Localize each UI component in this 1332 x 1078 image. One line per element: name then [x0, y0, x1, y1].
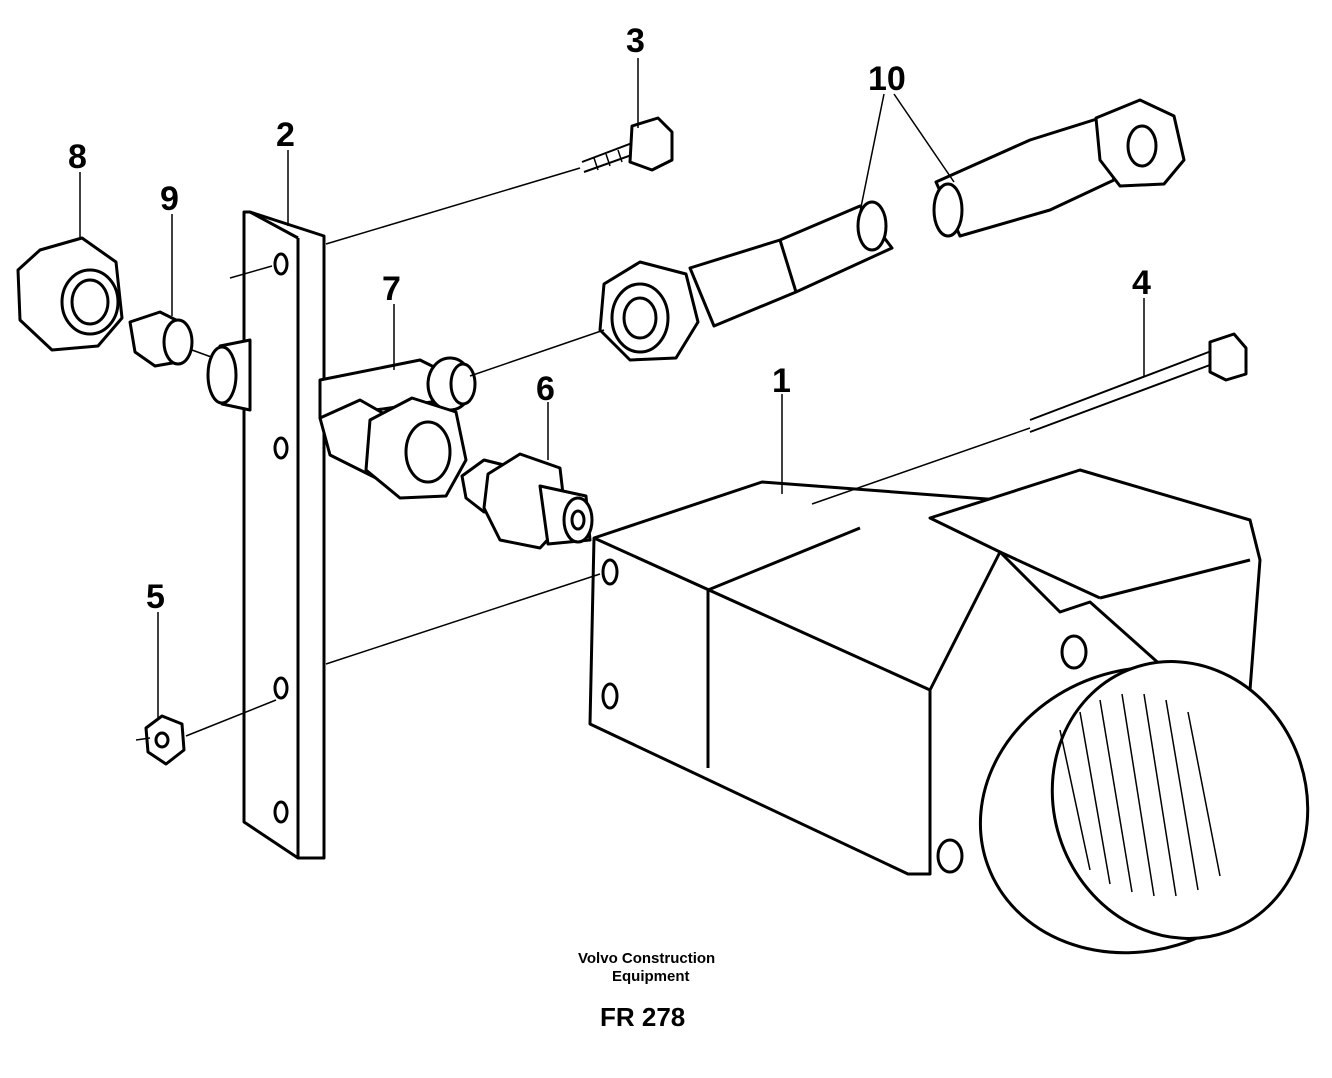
callout-6: 6: [536, 370, 555, 408]
callout-9: 9: [160, 180, 179, 218]
part-7-elbow-fitting: [206, 338, 477, 500]
part-10-hose-front: [598, 200, 894, 362]
callout-10: 10: [868, 60, 906, 98]
callout-4: 4: [1132, 264, 1151, 302]
figure-code: FR 278: [600, 1002, 685, 1032]
part-4-bolt: [1029, 332, 1248, 433]
callout-8: 8: [68, 138, 87, 176]
callout-5: 5: [146, 578, 165, 616]
part-5-nut: [144, 714, 186, 766]
callout-1: 1: [772, 362, 791, 400]
callout-2: 2: [276, 116, 295, 154]
callout-leaders: [79, 58, 1145, 718]
part-9-plug: [128, 310, 215, 368]
callout-7: 7: [382, 270, 401, 308]
assembly-lines: [135, 167, 1031, 741]
caption-line-2: Equipment: [612, 968, 690, 985]
caption-line-1: Volvo Construction: [578, 950, 715, 967]
part-1-solenoid-valve: [588, 468, 1310, 955]
part-10-hose-rear: [932, 98, 1186, 238]
part-6-union: [460, 452, 594, 550]
part-3-screw: [581, 116, 674, 173]
part-8-hex-nut: [16, 236, 124, 352]
part-2-bracket-plate: [242, 210, 326, 860]
callout-3: 3: [626, 22, 645, 60]
